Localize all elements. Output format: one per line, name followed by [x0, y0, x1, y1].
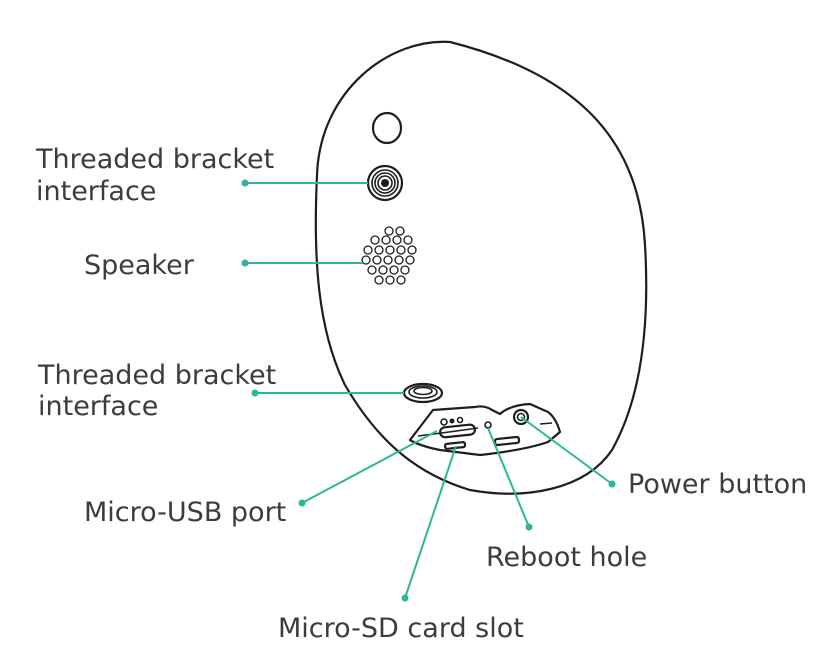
speaker-hole: [385, 245, 395, 255]
speaker-hole: [361, 255, 371, 265]
leader-speaker-dot: [241, 259, 249, 267]
port-panel: [408, 402, 562, 457]
label-speaker: Speaker: [84, 250, 195, 281]
leader-micro-sd-card-slot-dot: [401, 594, 409, 602]
threaded-bracket-bottom-icon: [402, 382, 444, 404]
speaker-hole: [403, 235, 413, 245]
speaker-hole: [396, 245, 406, 255]
label-reboot-hole: Reboot hole: [486, 542, 647, 573]
speaker-hole: [384, 226, 394, 236]
speaker-hole: [395, 226, 405, 236]
speaker-hole: [389, 265, 399, 275]
speaker-hole: [405, 255, 415, 265]
speaker-hole: [396, 275, 406, 285]
leader-power-button-dot: [608, 480, 616, 488]
speaker-hole: [367, 265, 377, 275]
speaker-hole: [392, 235, 402, 245]
reboot-hole-icon: [484, 421, 492, 429]
speaker-hole: [378, 265, 388, 275]
speaker-hole: [381, 235, 391, 245]
micro-usb-port-icon: [438, 423, 477, 439]
speaker-hole: [374, 245, 384, 255]
power-button-icon: [512, 408, 530, 426]
leader-power-button: [520, 416, 613, 485]
label-micro-sd-card-slot: Micro-SD card slot: [278, 613, 524, 644]
leader-reboot-hole: [487, 427, 530, 528]
speaker-hole: [370, 235, 380, 245]
speaker-hole: [374, 275, 384, 285]
label-micro-usb-port: Micro-USB port: [84, 497, 286, 528]
leader-lines: [241, 179, 616, 602]
speaker-hole: [394, 255, 404, 265]
speaker-hole: [385, 275, 395, 285]
speaker-hole: [400, 265, 410, 275]
leader-micro-sd-card-slot: [404, 445, 457, 599]
threaded-bracket-top-icon: [366, 164, 404, 202]
leader-reboot-hole-dot: [525, 523, 533, 531]
label-threaded-bracket-bottom: Threaded bracket interface: [37, 360, 285, 422]
speaker-hole: [363, 245, 373, 255]
camera-body-outline: [314, 40, 648, 495]
sensor-hole: [371, 111, 403, 145]
speaker-grille-icon: [361, 226, 417, 285]
leader-threaded-bracket-top-dot: [241, 179, 249, 187]
speaker-hole: [372, 255, 382, 265]
leader-micro-usb-port: [301, 430, 438, 504]
leader-threaded-bracket-bottom-dot: [251, 389, 259, 397]
label-power-button: Power button: [628, 469, 807, 500]
label-threaded-bracket-top: Threaded bracket interface: [35, 144, 283, 207]
speaker-hole: [407, 245, 417, 255]
leader-micro-usb-port-dot: [298, 499, 306, 507]
speaker-hole: [383, 255, 393, 265]
